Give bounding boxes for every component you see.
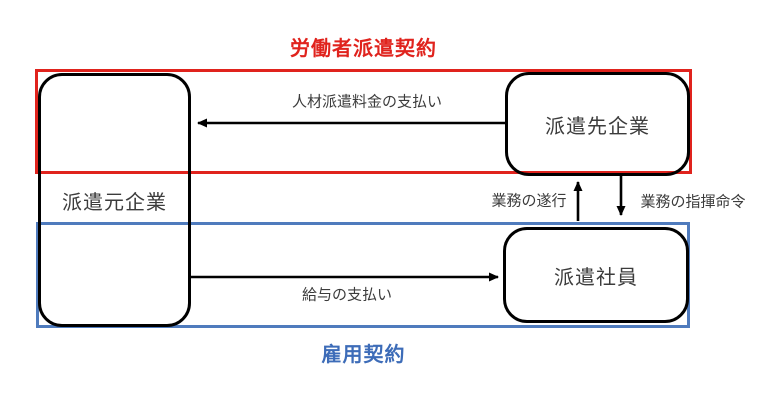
client-node-label: 派遣先企業 [545, 115, 650, 138]
command-direction-arrow-label: 業務の指揮命令 [640, 193, 746, 211]
agency-node: 派遣元企業 [38, 73, 191, 327]
client-node: 派遣先企業 [505, 72, 690, 176]
salary-payment-arrow-label: 給与の支払い [301, 286, 393, 304]
agency-node-label: 派遣元企業 [62, 191, 167, 214]
worker-dispatch-contract-title: 労働者派遣契約 [290, 38, 437, 60]
worker-dispatch-contract-frame [35, 69, 692, 174]
duty-performance-arrow-label: 業務の遂行 [491, 192, 567, 210]
employment-contract-title: 雇用契約 [321, 344, 406, 366]
worker-node-label: 派遣社員 [554, 266, 638, 289]
worker-node: 派遣社員 [503, 227, 689, 323]
fee-payment-arrow-label: 人材派遣料金の支払い [291, 93, 443, 111]
